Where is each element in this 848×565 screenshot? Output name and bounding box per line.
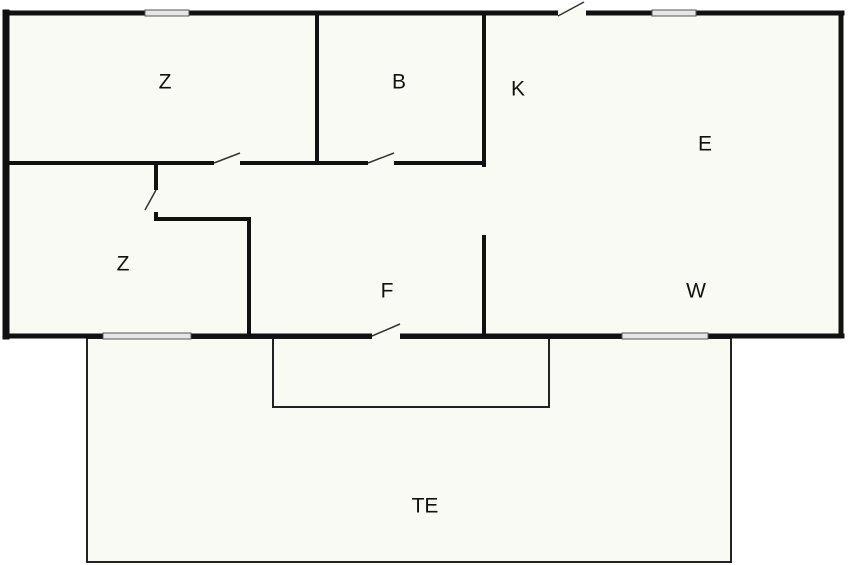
room-label-b: B xyxy=(392,71,406,94)
door-openings xyxy=(151,8,586,341)
window-z2 xyxy=(102,332,192,340)
terrace-step xyxy=(272,337,550,408)
door-opening-z1 xyxy=(214,158,240,168)
window-e xyxy=(651,9,697,17)
room-label-f: F xyxy=(381,280,394,303)
door-swing-b xyxy=(367,152,395,164)
window-w xyxy=(621,332,709,340)
window-z1 xyxy=(144,9,190,17)
door-swing-z2 xyxy=(144,189,157,211)
room-label-te: TE xyxy=(412,495,439,518)
room-label-z2: Z xyxy=(117,253,130,276)
door-swing-kitchen xyxy=(557,1,585,17)
room-label-w: W xyxy=(686,280,706,303)
door-opening-b xyxy=(368,158,394,168)
windows xyxy=(102,9,709,340)
door-swing-z1 xyxy=(213,152,241,164)
door-swings xyxy=(144,1,585,337)
room-label-k: K xyxy=(511,78,525,101)
room-label-z1: Z xyxy=(159,71,172,94)
room-labels: Z B K E Z F W TE xyxy=(117,71,712,518)
room-label-e: E xyxy=(698,133,712,156)
door-opening-entrance xyxy=(372,331,400,341)
terrace xyxy=(86,337,732,563)
door-opening-kitchen xyxy=(558,8,586,18)
house-floor xyxy=(5,12,842,338)
door-swing-entrance xyxy=(371,323,401,337)
door-opening-z2 xyxy=(151,190,161,212)
